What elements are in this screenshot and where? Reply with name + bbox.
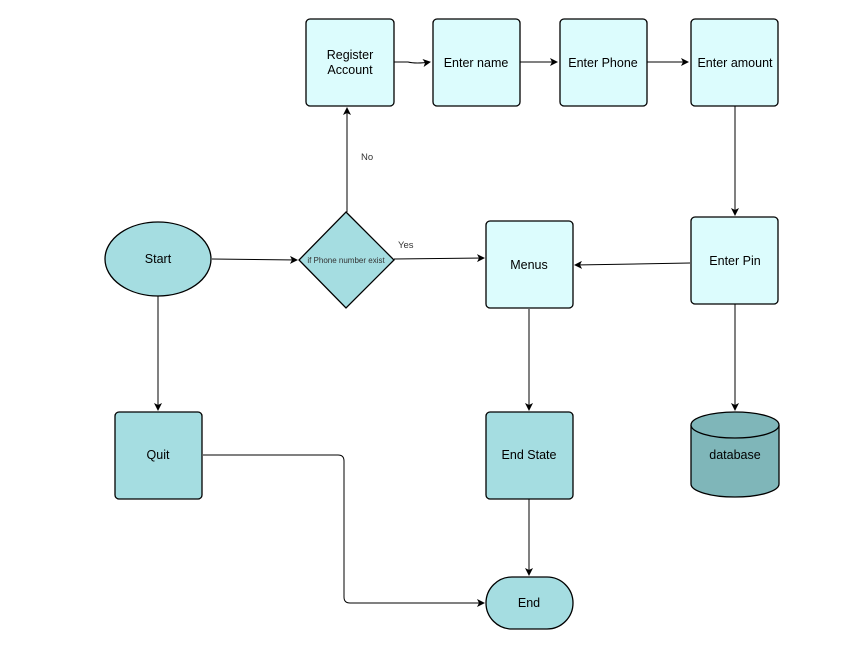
edge-label-no: No — [361, 152, 373, 163]
menus-label: Menus — [510, 258, 548, 272]
enter-phone-shape — [559, 18, 648, 107]
register-account-shape — [305, 18, 395, 107]
edge-label-yes: Yes — [398, 240, 414, 251]
enter-amount-shape — [690, 18, 779, 107]
edges — [154, 58, 739, 607]
database-label: database — [709, 448, 760, 462]
node-start[interactable]: Start — [104, 221, 212, 297]
enter-pin-shape — [690, 216, 779, 305]
decision-label: if Phone number exist — [307, 256, 385, 265]
enter-phone-label: Enter Phone — [568, 56, 638, 70]
quit-shape — [114, 411, 203, 500]
quit-label: Quit — [147, 448, 170, 462]
node-enter-pin[interactable]: Enter Pin — [690, 216, 779, 305]
node-quit[interactable]: Quit — [114, 411, 203, 500]
node-decision[interactable]: if Phone number exist — [298, 211, 395, 309]
end-shape — [485, 576, 574, 630]
node-enter-amount[interactable]: Enter amount — [690, 18, 779, 107]
end-state-shape — [485, 411, 574, 500]
database-top — [690, 411, 780, 439]
register-account-label-line1: Register — [327, 48, 374, 62]
edge-pin-to-menus — [574, 260, 691, 269]
start-shape — [104, 221, 212, 297]
node-register-account[interactable]: Register Account — [305, 18, 395, 107]
end-label: End — [518, 596, 540, 610]
enter-name-label: Enter name — [444, 56, 509, 70]
edge-quit-to-end — [203, 454, 485, 607]
decision-shape — [298, 211, 395, 309]
node-end-state[interactable]: End State — [485, 411, 574, 500]
enter-amount-label: Enter amount — [697, 56, 773, 70]
menus-shape — [485, 220, 574, 309]
enter-name-shape — [432, 18, 521, 107]
node-menus[interactable]: Menus — [485, 220, 574, 309]
register-account-label-line2: Account — [327, 63, 373, 77]
start-label: Start — [145, 252, 172, 266]
node-enter-phone[interactable]: Enter Phone — [559, 18, 648, 107]
node-database[interactable]: database — [690, 411, 780, 498]
edge-register-to-name — [394, 59, 431, 67]
edge-decision-to-menus — [393, 254, 485, 263]
enter-pin-label: Enter Pin — [709, 254, 760, 268]
edge-start-to-decision — [211, 255, 298, 264]
database-body — [690, 425, 780, 498]
node-enter-name[interactable]: Enter name — [432, 18, 521, 107]
end-state-label: End State — [502, 448, 557, 462]
node-end[interactable]: End — [485, 576, 574, 630]
